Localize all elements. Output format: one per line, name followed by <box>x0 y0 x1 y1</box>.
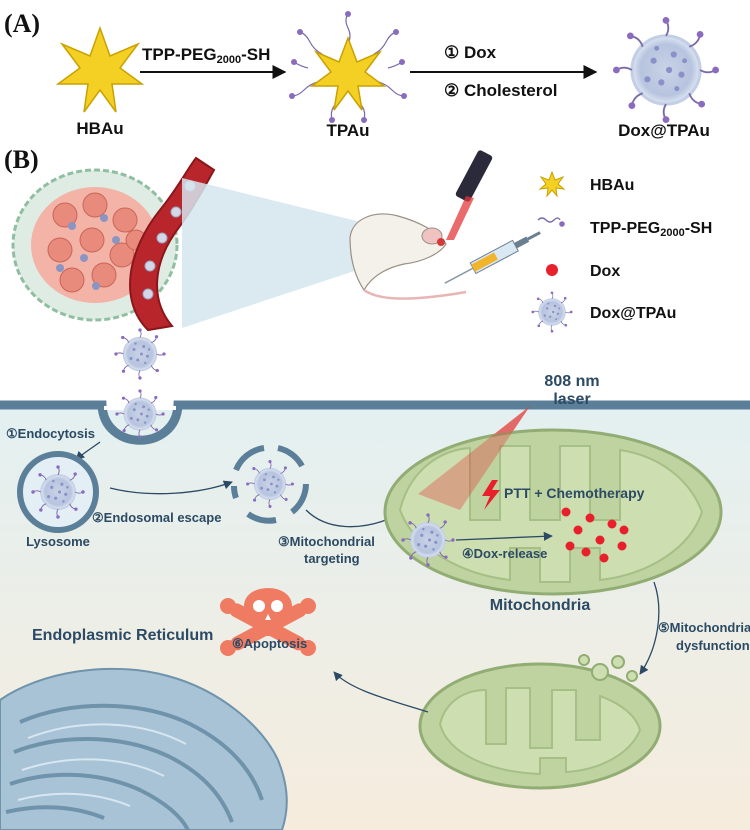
step-dox-release-label: ④Dox-release <box>462 546 547 561</box>
legend-peg-chain-icon <box>537 217 565 227</box>
step-mito-targeting-label-2: targeting <box>304 551 360 566</box>
lightning-icon <box>482 480 500 510</box>
cell-membrane <box>0 400 750 445</box>
mouse-icon <box>349 213 467 300</box>
tpau-label: TPAu <box>326 121 369 140</box>
legend-dox-tpau-label: Dox@TPAu <box>590 305 676 322</box>
laser-pointer-icon <box>446 150 493 240</box>
dox-tpau-nanoparticle-icon <box>611 15 721 125</box>
arrow2-step1-label: ① Dox <box>444 43 497 62</box>
laser-beam-overlay <box>418 406 530 510</box>
laser-line2-label: laser <box>553 391 590 408</box>
legend-peg-label: TPP-PEG2000-SH <box>590 220 712 239</box>
released-dox-icon <box>561 507 629 563</box>
hbau-label: HBAu <box>76 119 123 138</box>
arrow1-reagent-label: TPP-PEG2000-SH <box>142 45 270 66</box>
skull-icon <box>220 588 316 656</box>
legend-dox-icon <box>546 264 558 276</box>
hbau-star-icon <box>55 25 145 113</box>
damaged-mitochondria-icon <box>418 654 662 790</box>
legend: HBAu TPP-PEG2000-SH Dox Dox@TPAu <box>530 170 712 334</box>
endosomal-escape-arrow <box>109 480 233 495</box>
zoom-cone <box>182 178 442 328</box>
panel-a-label: (A) <box>4 9 40 38</box>
er-label: Endoplasmic Reticulum <box>32 627 213 644</box>
ptt-chemo-label: PTT + Chemotherapy <box>504 485 645 501</box>
step-dysfunction-label-1: ⑤Mitochondrial <box>658 620 750 635</box>
tpau-star-icon <box>289 11 407 123</box>
legend-star-icon <box>538 170 566 198</box>
endoplasmic-reticulum-icon <box>0 667 288 830</box>
broken-endosome-icon <box>230 445 309 524</box>
tumor-icon <box>11 168 179 322</box>
legend-dox-label: Dox <box>590 263 620 280</box>
lysosome-label: Lysosome <box>26 534 90 549</box>
panel-b-label: (B) <box>4 145 39 174</box>
legend-nanoparticle-icon <box>530 290 574 334</box>
dysfunction-arrow <box>639 581 660 675</box>
mitochondria-icon <box>383 428 723 596</box>
apoptosis-arrow <box>333 671 429 713</box>
step-dysfunction-label-2: dysfunction <box>676 638 750 653</box>
syringe-icon <box>444 231 541 284</box>
step-apoptosis-label: ⑥Apoptosis <box>232 636 307 651</box>
circulating-nanoparticle-icon <box>113 327 167 381</box>
dox-release-arrow <box>455 531 553 541</box>
laser-line1-label: 808 nm <box>544 373 599 390</box>
lysosome-icon <box>17 451 99 533</box>
step-endocytosis-label: ①Endocytosis <box>6 426 95 441</box>
legend-hbau-label: HBAu <box>590 177 634 194</box>
step-endosomal-escape-label: ②Endosomal escape <box>92 510 221 525</box>
mitochondria-label: Mitochondria <box>490 597 591 614</box>
step-mito-targeting-label-1: ③Mitochondrial <box>278 534 375 549</box>
arrow2-step2-label: ② Cholesterol <box>444 81 557 100</box>
dox-tpau-label: Dox@TPAu <box>618 121 710 140</box>
